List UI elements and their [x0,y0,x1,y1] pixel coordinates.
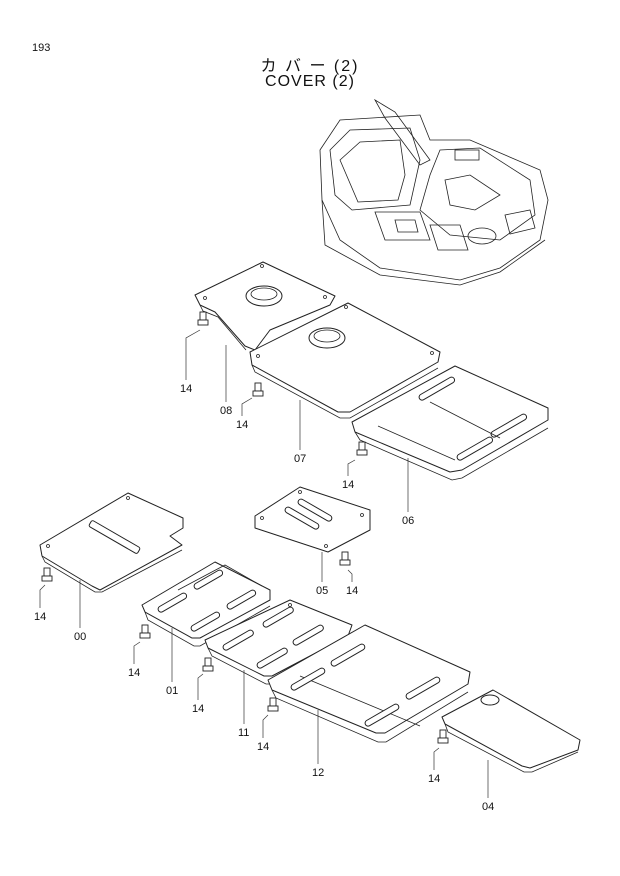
label-bolt: 14 [346,585,358,597]
cover-plate-07 [249,302,441,419]
page-number: 193 [32,42,51,54]
cover-plate-01 [141,561,271,647]
page-title-english: COVER (2) [265,73,355,90]
label-bolt: 14 [428,773,440,785]
label-part-05: 05 [316,585,328,597]
page-title-japanese: カ バ ー (2) [260,58,360,75]
label-bolt: 14 [34,611,46,623]
bolt-icon [202,657,214,672]
cover-plate-11 [204,599,353,685]
label-part-08: 08 [220,405,232,417]
label-bolt: 14 [257,741,269,753]
cover-plate-00 [39,492,184,593]
bolt-icon [197,311,209,326]
bolt-icon [139,624,151,639]
machine-overview [319,98,549,286]
bolt-group [41,311,449,744]
label-part-04: 04 [482,801,494,813]
label-part-00: 00 [74,631,86,643]
leader-lines [39,329,489,798]
bolt-icon [437,729,449,744]
label-part-07: 07 [294,453,306,465]
label-part-12: 12 [312,767,324,779]
cover-plate-08 [194,261,336,351]
label-bolt: 14 [342,479,354,491]
label-bolt: 14 [128,667,140,679]
cover-plate-04 [441,689,581,773]
cover-plate-05 [254,486,371,553]
label-part-06: 06 [402,515,414,527]
label-part-11: 11 [238,727,249,739]
label-bolt: 14 [236,419,248,431]
bolt-icon [252,382,264,397]
bolt-icon [339,551,351,566]
label-bolt: 14 [192,703,204,715]
cover-plate-12 [267,624,471,743]
bolt-icon [267,697,279,712]
bolt-icon [41,567,53,582]
label-part-01: 01 [166,685,178,697]
cover-plate-06 [351,365,549,481]
label-bolt: 14 [180,383,192,395]
part-labels: 14 08 14 07 14 06 14 05 14 00 14 01 14 1… [34,383,494,813]
bolt-icon [356,441,368,456]
